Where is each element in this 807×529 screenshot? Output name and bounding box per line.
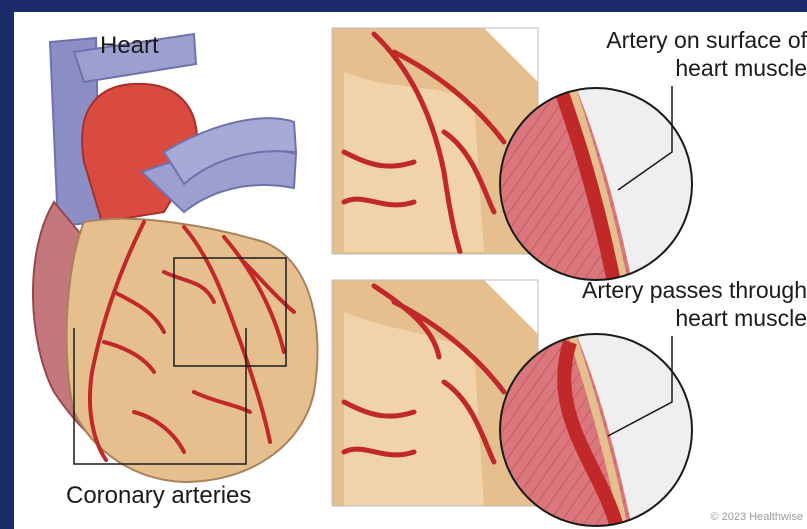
- through-label-line1: Artery passes through: [582, 276, 807, 304]
- through-artery-label: Artery passes through heart muscle: [582, 276, 807, 332]
- surface-label-line1: Artery on surface of: [606, 26, 807, 54]
- through-label-line2: heart muscle: [582, 304, 807, 332]
- heart: [33, 34, 318, 482]
- heart-illustration: [14, 12, 807, 529]
- surface-label-line2: heart muscle: [606, 54, 807, 82]
- coronary-arteries-label: Coronary arteries: [66, 482, 251, 510]
- surface-artery-label: Artery on surface of heart muscle: [606, 26, 807, 82]
- diagram-panel: Heart Coronary arteries Artery on surfac…: [14, 12, 807, 529]
- copyright-notice: © 2023 Healthwise: [711, 511, 804, 523]
- heart-label: Heart: [100, 32, 159, 60]
